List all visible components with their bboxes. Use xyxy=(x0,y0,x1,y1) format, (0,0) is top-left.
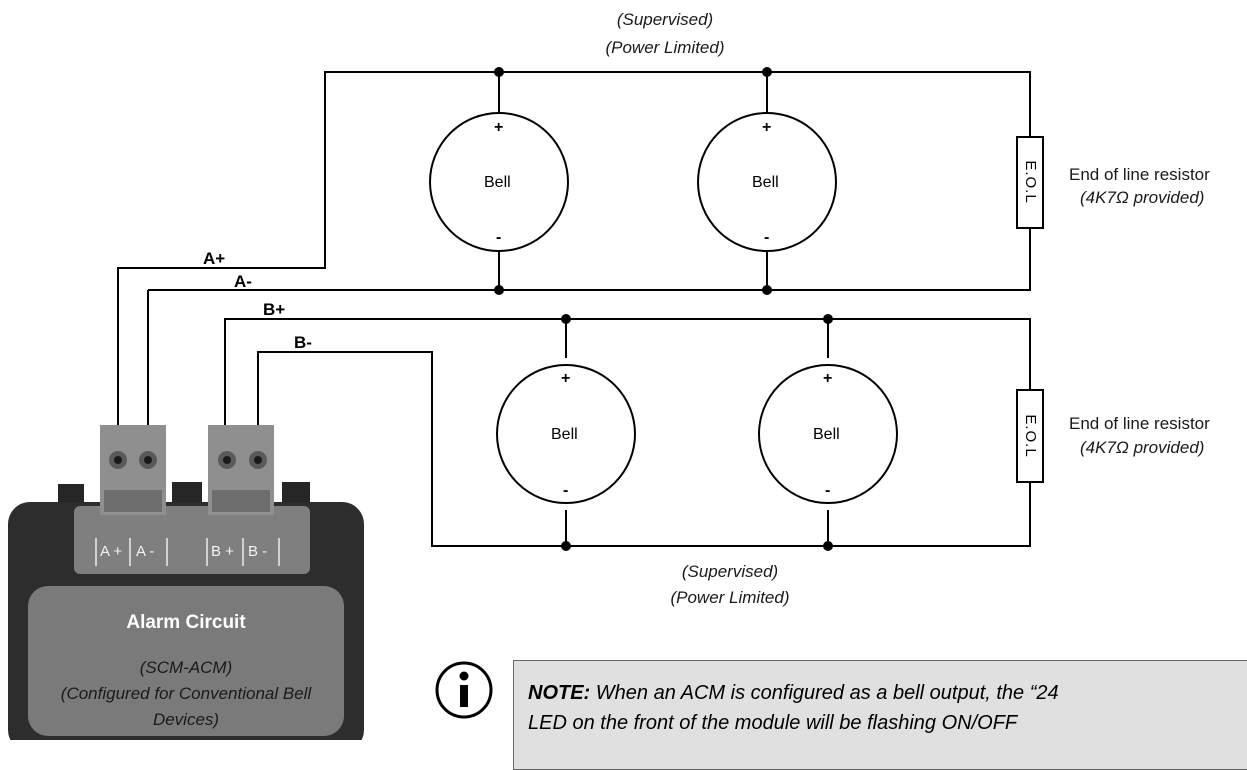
wire-bottom-eol-return xyxy=(257,351,1031,547)
eol-top-note-line2: (4K7Ω provided) xyxy=(1080,188,1205,207)
junction-dot xyxy=(823,541,833,551)
bell-bottom-1-plus: + xyxy=(561,370,571,387)
bells xyxy=(429,112,898,504)
terminal-label-b-minus: B - xyxy=(248,543,268,560)
junction-dot xyxy=(762,67,772,77)
junction-dots xyxy=(494,67,833,551)
terminal-label-b-plus: B + xyxy=(211,543,234,560)
screw-icon xyxy=(254,456,262,464)
bell-top-1 xyxy=(429,112,569,252)
bottom-supervised-label: (Supervised) xyxy=(681,562,779,581)
bell-top-2 xyxy=(697,112,837,252)
eol-bottom-note-line2: (4K7Ω provided) xyxy=(1080,438,1205,457)
junction-dot xyxy=(561,314,571,324)
note-line2: LED on the front of the module will be f… xyxy=(528,712,1018,734)
junction-dot xyxy=(561,541,571,551)
bell-top-1-minus: - xyxy=(496,229,502,246)
wire-b-plus xyxy=(224,318,1031,440)
junction-dot xyxy=(494,285,504,295)
bell-top-2-plus: + xyxy=(762,119,772,136)
wire-label-b-plus: B+ xyxy=(263,300,286,319)
module-clip-mid xyxy=(172,482,202,504)
module-clip-left xyxy=(58,484,84,506)
note-line1: When an ACM is configured as a bell outp… xyxy=(590,682,1059,704)
wire-label-b-minus: B- xyxy=(294,333,312,352)
top-power-limited-label: (Power Limited) xyxy=(605,38,725,57)
bell-bottom-1-minus: - xyxy=(563,482,569,499)
eol-resistor-top xyxy=(1016,136,1044,229)
module-title: Alarm Circuit xyxy=(126,612,246,633)
screw-icon xyxy=(223,456,231,464)
junction-dot xyxy=(494,67,504,77)
bell-bottom-2-minus: - xyxy=(825,482,831,499)
terminal-cover xyxy=(74,506,310,574)
note-prefix: NOTE: xyxy=(528,682,591,704)
module-caption-line1: (SCM-ACM) xyxy=(139,658,233,677)
eol-bottom-label: E.O.L xyxy=(1022,414,1039,458)
bell-top-1-plus: + xyxy=(494,119,504,136)
terminal-label-a-plus: A + xyxy=(100,543,123,560)
bell-top-2-minus: - xyxy=(764,229,770,246)
terminal-block-b-lower xyxy=(212,490,270,512)
eol-top-label: E.O.L xyxy=(1022,160,1039,204)
wiring-diagram xyxy=(8,67,1044,740)
module-caption-line2: (Configured for Conventional Bell xyxy=(60,684,312,703)
alarm-module xyxy=(8,425,364,740)
wire-label-a-plus: A+ xyxy=(203,249,226,268)
bell-bottom-1-label: Bell xyxy=(551,426,578,443)
module-panel xyxy=(28,586,344,736)
wire-top-eol-return xyxy=(148,228,1031,291)
eol-top-note-line1: End of line resistor xyxy=(1069,165,1210,184)
info-icon xyxy=(435,661,493,719)
wiring xyxy=(117,71,1031,547)
bell-bottom-2-label: Bell xyxy=(813,426,840,443)
note-text: NOTE: When an ACM is configured as a bel… xyxy=(528,678,1059,738)
screw-icon xyxy=(144,456,152,464)
wire-a-plus xyxy=(117,71,1031,440)
terminal-label-a-minus: A - xyxy=(136,543,155,560)
screw-icon xyxy=(114,456,122,464)
eol-bottom-note-line1: End of line resistor xyxy=(1069,414,1210,433)
bell-bottom-2-plus: + xyxy=(823,370,833,387)
module-clip-right xyxy=(282,482,310,504)
bell-top-1-label: Bell xyxy=(484,174,511,191)
bottom-power-limited-label: (Power Limited) xyxy=(670,588,790,607)
bell-bottom-1 xyxy=(496,364,636,504)
wire-label-a-minus: A- xyxy=(234,272,252,291)
junction-dot xyxy=(762,285,772,295)
eol-resistors xyxy=(1016,136,1044,483)
eol-resistor-bottom xyxy=(1016,389,1044,483)
bell-bottom-2 xyxy=(758,364,898,504)
bell-top-2-label: Bell xyxy=(752,174,779,191)
module-caption-line3: Devices) xyxy=(152,710,220,729)
terminal-block-a-lower xyxy=(104,490,162,512)
top-supervised-label: (Supervised) xyxy=(616,10,714,29)
junction-dot xyxy=(823,314,833,324)
